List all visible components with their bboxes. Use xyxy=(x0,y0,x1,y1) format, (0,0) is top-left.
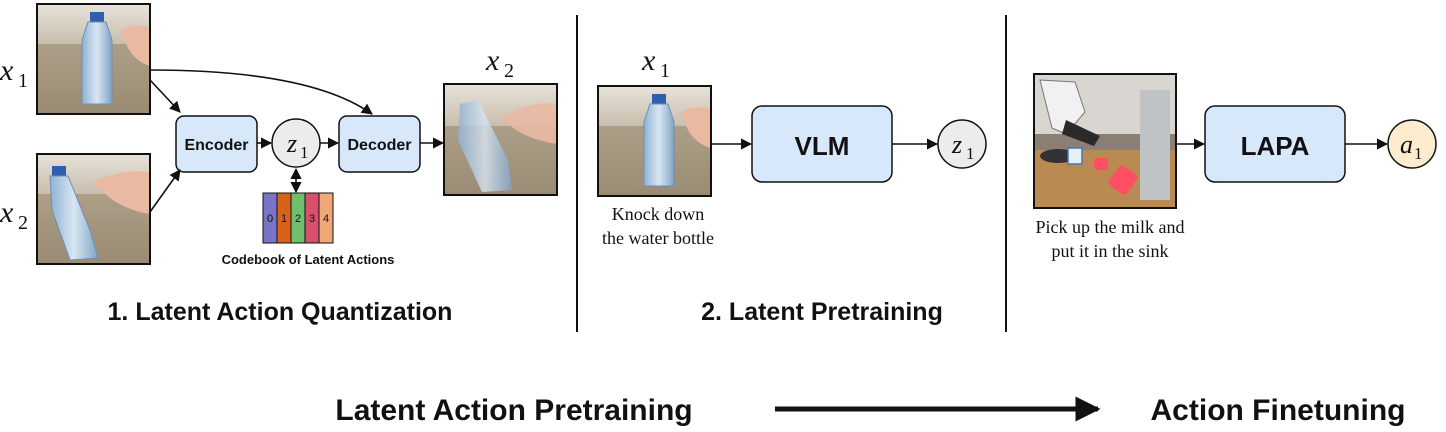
frame-robot-image xyxy=(1033,73,1177,209)
bottom-label-finetuning: Action Finetuning xyxy=(1151,394,1406,427)
svg-text:x: x xyxy=(0,196,14,229)
finetuning-caption-line2: put it in the sink xyxy=(1052,241,1169,261)
vlm-box: VLM xyxy=(751,105,893,183)
z1-circle-pretraining: z 1 xyxy=(937,119,987,169)
decoder-label: Decoder xyxy=(347,137,411,154)
frame-x1-image xyxy=(36,3,151,115)
codebook-index-0: 0 xyxy=(267,213,273,225)
svg-text:z: z xyxy=(286,129,297,158)
codebook-index-1: 1 xyxy=(281,213,287,225)
x2-label-reconstruction: x 2 xyxy=(485,44,514,82)
frame-pretraining-image xyxy=(597,85,712,197)
codebook-index-3: 3 xyxy=(309,213,315,225)
svg-text:z: z xyxy=(951,130,962,159)
codebook-cell-4 xyxy=(318,192,334,244)
svg-text:x: x xyxy=(641,44,656,77)
svg-text:1: 1 xyxy=(1414,144,1423,163)
svg-text:1: 1 xyxy=(660,60,670,82)
decoder-box: Decoder xyxy=(338,115,421,173)
pretraining-caption-line2: the water bottle xyxy=(602,228,714,248)
x2-label-left: x 2 xyxy=(0,196,28,234)
codebook-caption: Codebook of Latent Actions xyxy=(222,252,395,267)
finetuning-caption-line1: Pick up the milk and xyxy=(1036,217,1185,237)
encoder-label: Encoder xyxy=(184,137,248,154)
z1-circle-quantization: z 1 xyxy=(271,118,321,168)
svg-text:a: a xyxy=(1400,130,1413,159)
section-title-pretraining: 2. Latent Pretraining xyxy=(701,298,943,326)
arrows-quantization xyxy=(149,69,445,213)
svg-text:x: x xyxy=(485,44,500,77)
svg-text:1: 1 xyxy=(18,70,28,92)
svg-text:2: 2 xyxy=(18,212,28,234)
codebook-index-2: 2 xyxy=(295,213,301,225)
bottom-label-pretraining: Latent Action Pretraining xyxy=(335,394,692,427)
svg-text:2: 2 xyxy=(504,60,514,82)
encoder-box: Encoder xyxy=(175,115,258,173)
frame-x2-image xyxy=(36,153,151,265)
svg-text:x: x xyxy=(0,54,14,87)
vlm-label: VLM xyxy=(795,131,850,161)
x1-label-pretraining: x 1 xyxy=(641,44,670,82)
lapa-box: LAPA xyxy=(1204,105,1346,183)
svg-text:1: 1 xyxy=(966,144,975,163)
section-title-quantization: 1. Latent Action Quantization xyxy=(108,298,453,326)
svg-text:1: 1 xyxy=(300,143,309,162)
x1-label-left: x 1 xyxy=(0,54,28,92)
a1-circle: a 1 xyxy=(1387,119,1437,169)
frame-reconstructed-image xyxy=(443,83,558,196)
lapa-label: LAPA xyxy=(1241,131,1310,161)
pretraining-caption-line1: Knock down xyxy=(612,204,705,224)
codebook-index-4: 4 xyxy=(323,213,329,225)
